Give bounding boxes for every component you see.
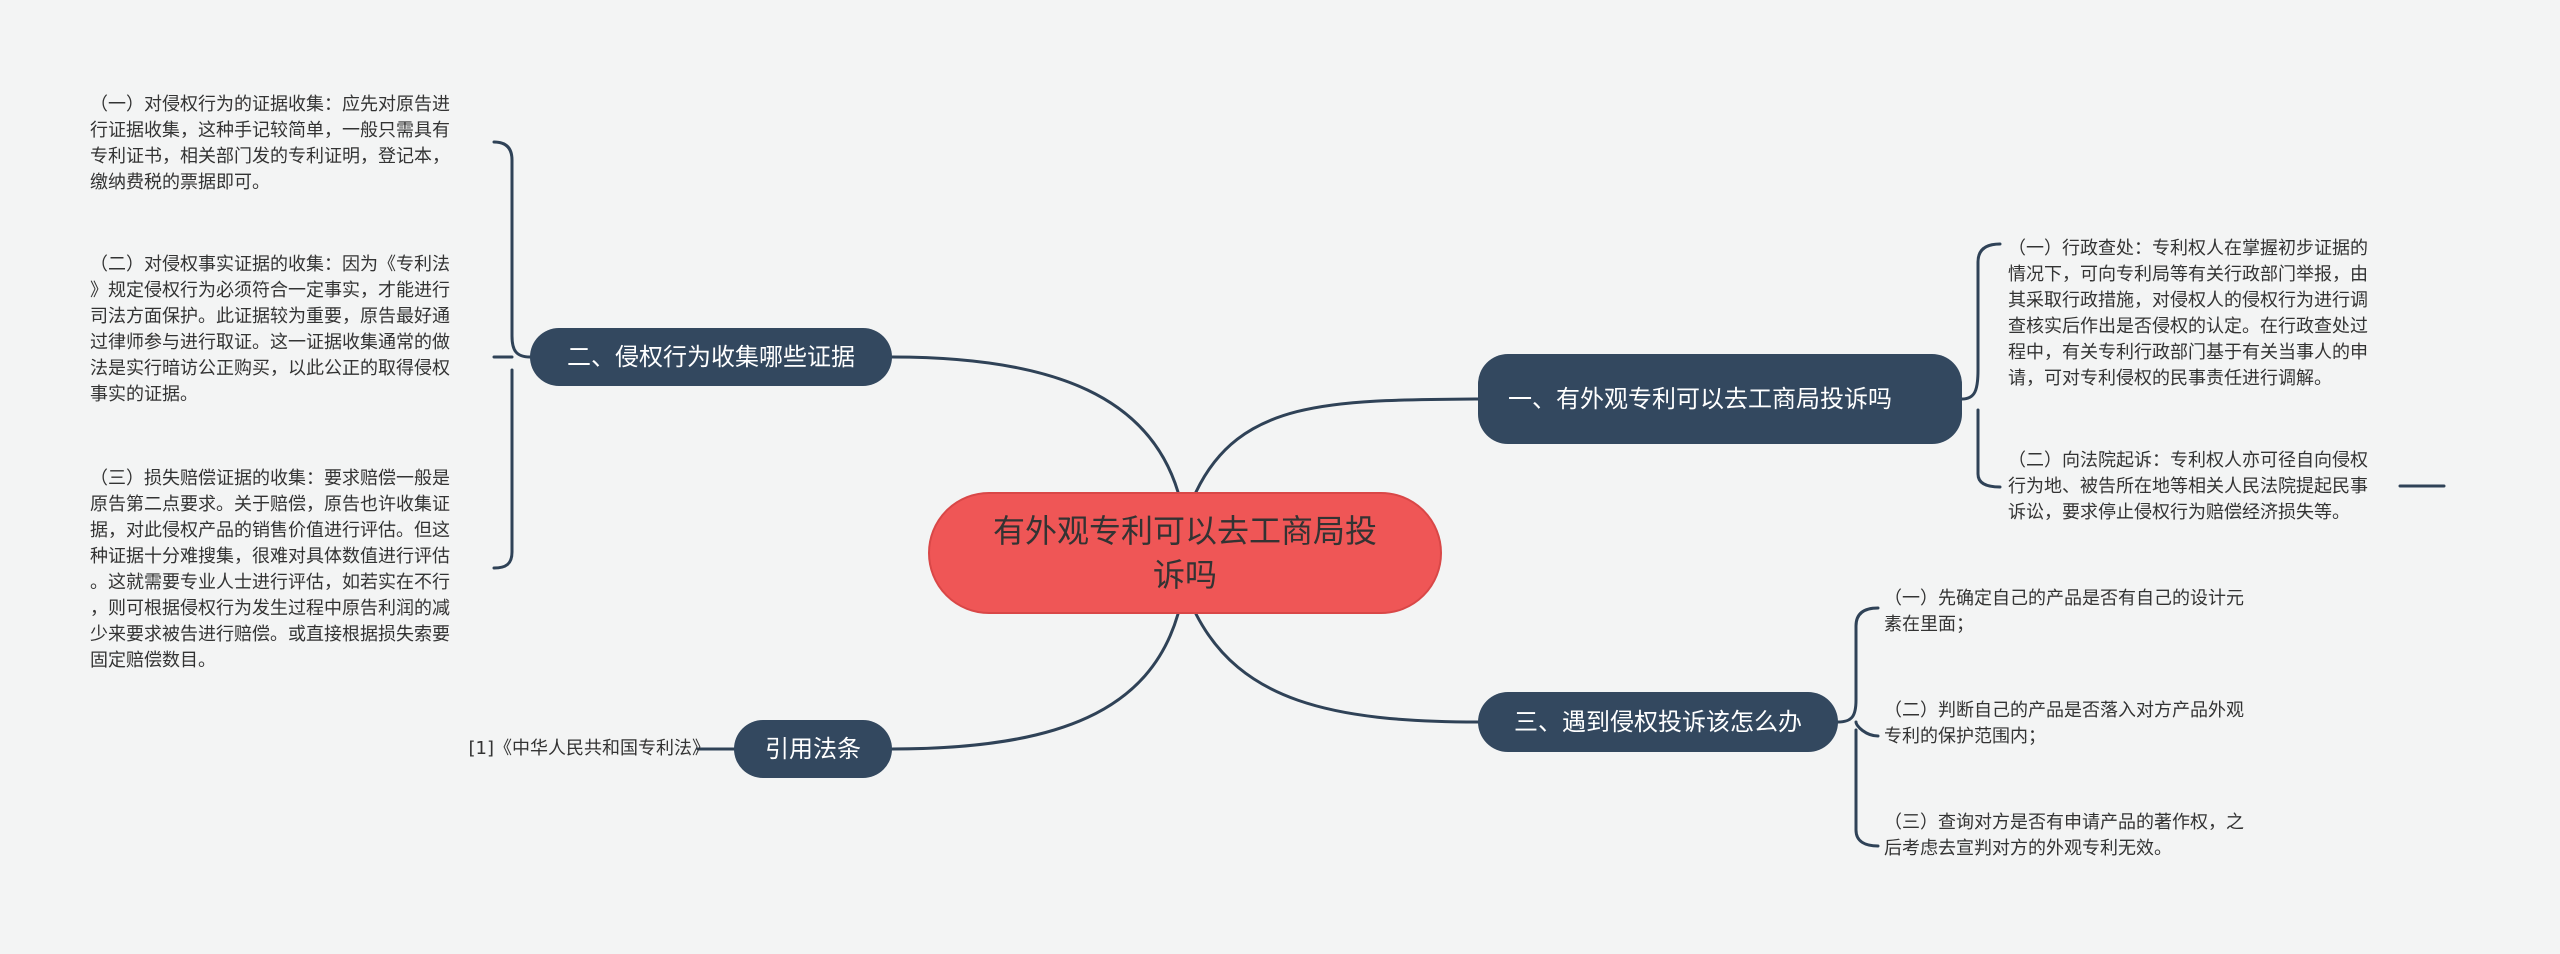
branch-node-1[interactable]: 一、有外观专利可以去工商局投诉吗 xyxy=(1478,354,1962,444)
connector-b3-brace xyxy=(1836,606,1880,724)
leaf-node-b3-3[interactable]: （三）查询对方是否有申请产品的著作权，之 后考虑去宣判对方的外观专利无效。 xyxy=(1884,812,2244,859)
branch-node-1-label: 一、有外观专利可以去工商局投诉吗 xyxy=(1508,385,1892,413)
connector-b1-brace xyxy=(1960,242,2002,401)
connector-b3-mid xyxy=(1854,720,1880,738)
leaf-node-b1-2[interactable]: （二）向法院起诉：专利权人亦可径自向侵权 行为地、被告所在地等相关人民法院提起民… xyxy=(2008,450,2368,523)
leaf-node-b1-1[interactable]: （一）行政查处：专利权人在掌握初步证据的 情况下，可向专利局等有关行政部门举报，… xyxy=(2008,238,2368,389)
connector-central-b1 xyxy=(1194,397,1480,494)
leaf-node-b2-3[interactable]: （三）损失赔偿证据的收集：要求赔偿一般是 原告第二点要求。关于赔偿，原告也许收集… xyxy=(90,468,450,671)
branch-node-4-label: 引用法条 xyxy=(765,735,861,763)
leaf-node-b3-1[interactable]: （一）先确定自己的产品是否有自己的设计元 素在里面； xyxy=(1884,588,2244,635)
branch-node-4[interactable]: 引用法条 xyxy=(734,720,892,778)
connector-central-b3 xyxy=(1194,612,1480,724)
branch-node-2[interactable]: 二、侵权行为收集哪些证据 xyxy=(530,328,892,386)
leaf-node-b4-1[interactable]: [1]《中华人民共和国专利法》 xyxy=(468,738,711,759)
branch-node-3[interactable]: 三、遇到侵权投诉该怎么办 xyxy=(1478,692,1838,752)
branch-node-2-label: 二、侵权行为收集哪些证据 xyxy=(567,343,855,371)
central-topic[interactable]: 有外观专利可以去工商局投诉吗 xyxy=(928,492,1442,614)
leaf-node-b3-2[interactable]: （二）判断自己的产品是否落入对方产品外观 专利的保护范围内； xyxy=(1884,700,2244,747)
leaf-node-b2-1[interactable]: （一）对侵权行为的证据收集：应先对原告进 行证据收集，这种手记较简单，一般只需具… xyxy=(90,94,450,193)
connector-b3-brace-low xyxy=(1854,728,1880,848)
connector-b2-brace-low xyxy=(492,368,514,570)
connector-central-b4 xyxy=(890,612,1180,751)
central-topic-label: 有外观专利可以去工商局投诉吗 xyxy=(992,512,1377,594)
connector-b1-brace-low xyxy=(1976,408,2002,489)
connector-b2-brace xyxy=(492,140,532,359)
branch-node-3-label: 三、遇到侵权投诉该怎么办 xyxy=(1514,708,1802,736)
leaf-node-b2-2[interactable]: （二）对侵权事实证据的收集：因为《专利法 》规定侵权行为必须符合一定事实，才能进… xyxy=(90,254,450,405)
connector-central-b2 xyxy=(890,355,1180,494)
